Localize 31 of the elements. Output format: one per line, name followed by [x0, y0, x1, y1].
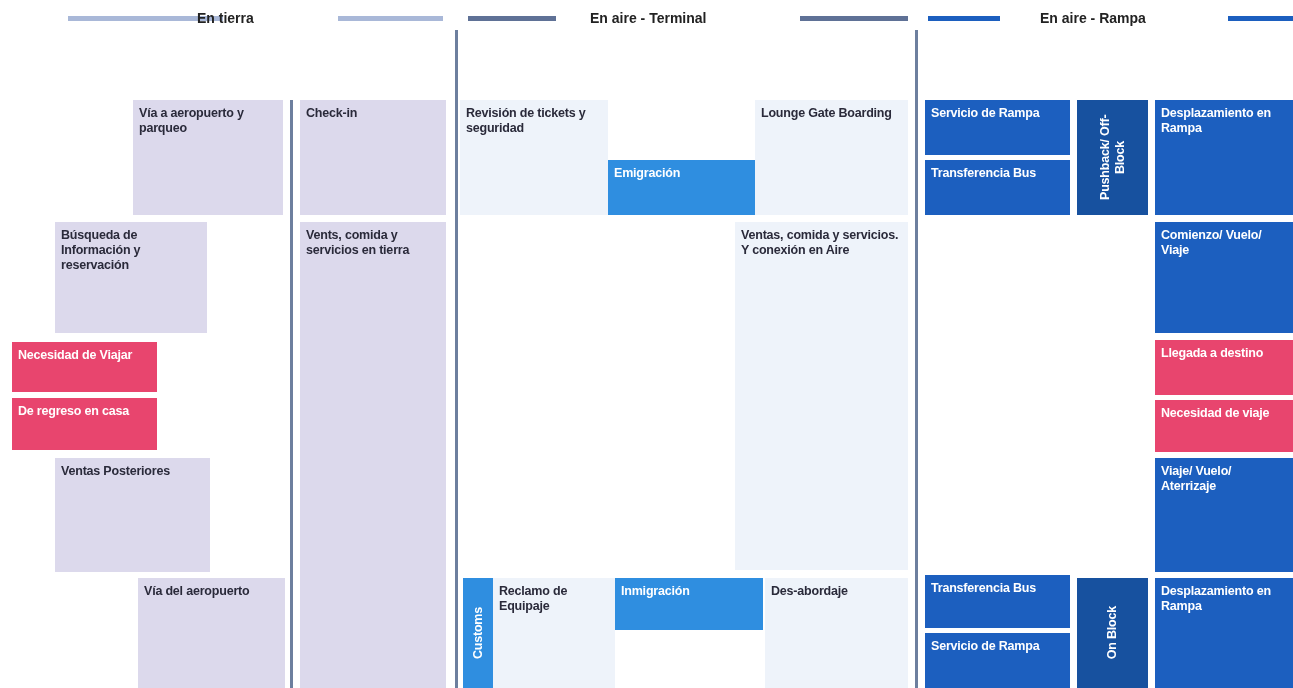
stage-box: Revisión de tickets y seguridad [460, 100, 608, 215]
stage-box: Llegada a destino [1155, 340, 1293, 395]
stage-box: Viaje/ Vuelo/ Aterrizaje [1155, 458, 1293, 572]
section-heading: En aire - Rampa [1040, 10, 1146, 26]
section-heading: En aire - Terminal [590, 10, 707, 26]
vertical-label-box: Customs [463, 578, 493, 688]
stage-box: Lounge Gate Boarding [755, 100, 908, 215]
stage-box: Comienzo/ Vuelo/ Viaje [1155, 222, 1293, 333]
stage-box: Ventas, comida y servicios. Y conexión en Aire [735, 222, 908, 570]
stage-box: Inmigración [615, 578, 763, 630]
stage-box: Reclamo de Equipaje [493, 578, 615, 688]
stage-box: De regreso en casa [12, 398, 157, 450]
stage-box: Desplazamiento en Rampa [1155, 100, 1293, 215]
vertical-label-box: Pushback/ Off-Block [1077, 100, 1148, 215]
stage-box: Transferencia Bus [925, 160, 1070, 215]
stage-box: Necesidad de viaje [1155, 400, 1293, 452]
section-heading: En tierra [197, 10, 254, 26]
stage-box: Desplazamiento en Rampa [1155, 578, 1293, 688]
stage-box: Des-abordaje [765, 578, 908, 688]
stage-box: Check-in [300, 100, 446, 215]
stage-box: Servicio de Rampa [925, 100, 1070, 155]
stage-box: Búsqueda de Información y reservación [55, 222, 207, 333]
stage-box: Transferencia Bus [925, 575, 1070, 628]
stage-box: Vía del aeropuerto [138, 578, 285, 688]
stage-box: Vía a aeropuerto y parqueo [133, 100, 283, 215]
stage-box: Ventas Posteriores [55, 458, 210, 572]
stage-box: Vents, comida y servicios en tierra [300, 222, 446, 688]
stage-box: Servicio de Rampa [925, 633, 1070, 688]
vertical-label-box: On Block [1077, 578, 1148, 688]
stage-box: Necesidad de Viajar [12, 342, 157, 392]
stage-box: Emigración [608, 160, 755, 215]
